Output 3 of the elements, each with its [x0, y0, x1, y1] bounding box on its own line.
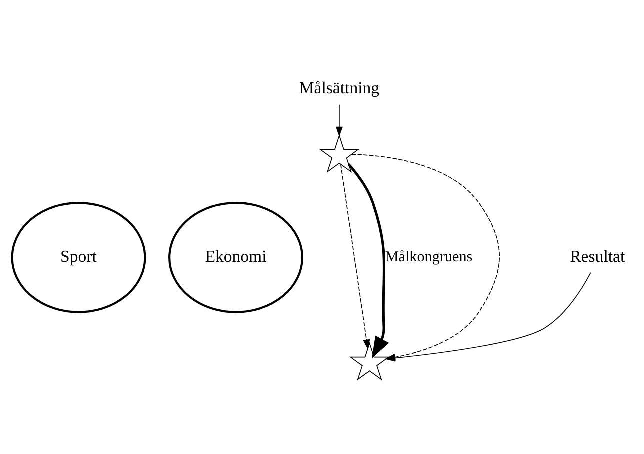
node-text: Målsättning: [299, 78, 380, 98]
edge-label: Målkongruens: [385, 249, 473, 266]
node-text: Resultat: [570, 246, 626, 266]
